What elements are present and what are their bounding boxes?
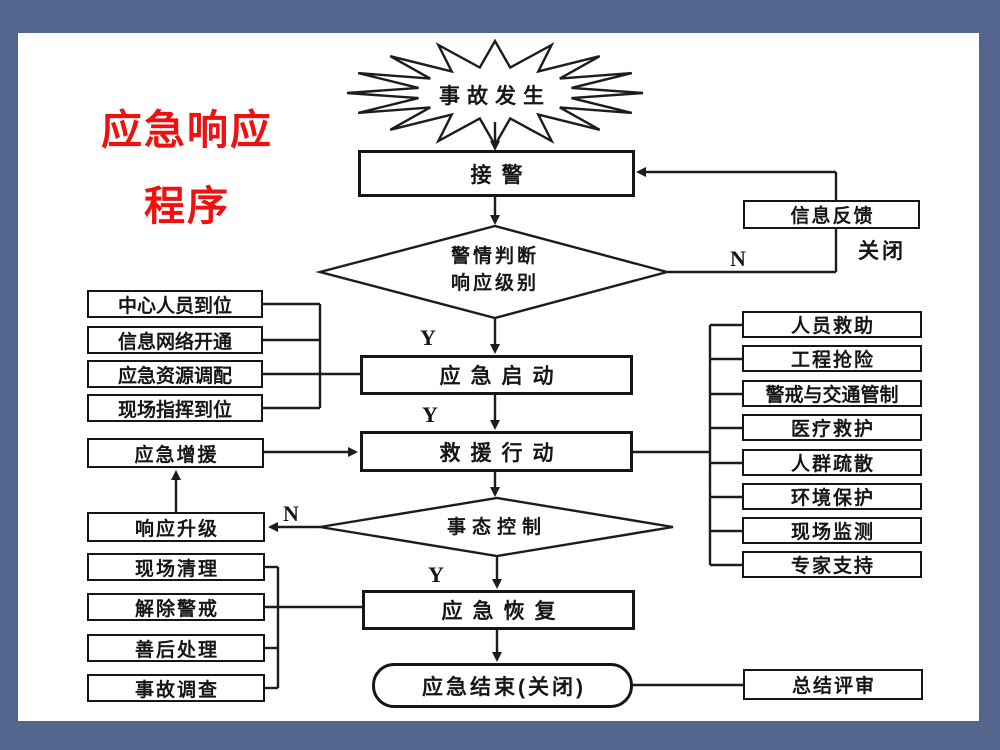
slide-title-line1: 应急响应 — [101, 107, 273, 153]
decision-alarm-line1: 警情判断 — [450, 246, 539, 267]
node-rescue-action: 救援行动 — [360, 431, 633, 472]
node-info-feedback: 信息反馈 — [743, 200, 920, 229]
node-left-top-task-4: 现场指挥到位 — [87, 394, 263, 422]
node-emergency-end: 应急结束(关闭) — [372, 663, 633, 708]
node-right-task-1: 人员救助 — [742, 311, 922, 338]
node-receive-alarm: 接警 — [358, 150, 635, 197]
edge-label-close: 关闭 — [858, 240, 906, 263]
decision-control-label: 事态控制 — [446, 517, 547, 538]
node-emergency-launch: 应急启动 — [360, 355, 633, 395]
node-right-task-7: 现场监测 — [742, 517, 922, 544]
node-right-task-4: 医疗救护 — [742, 414, 922, 441]
node-right-task-5: 人群疏散 — [742, 449, 922, 476]
node-right-task-6: 环境保护 — [742, 483, 922, 510]
node-left-bottom-task-4: 事故调查 — [87, 674, 265, 702]
start-burst-label: 事故发生 — [439, 85, 551, 108]
edge-label-y3: Y — [428, 562, 444, 587]
slide-title-line2: 程序 — [144, 183, 230, 229]
edge-label-y1: Y — [420, 325, 436, 350]
edge-label-y2: Y — [422, 402, 438, 427]
node-left-bottom-task-3: 善后处理 — [87, 634, 265, 662]
node-right-task-2: 工程抢险 — [742, 345, 922, 372]
node-right-task-8: 专家支持 — [742, 551, 922, 578]
edge-label-n-left: N — [283, 501, 299, 526]
node-summary-review: 总结评审 — [743, 669, 923, 700]
node-emergency-recovery: 应急恢复 — [362, 590, 635, 630]
node-right-task-3: 警戒与交通管制 — [742, 380, 922, 407]
node-left-bottom-task-2: 解除警戒 — [87, 593, 265, 621]
node-left-bottom-task-1: 现场清理 — [87, 553, 265, 581]
node-left-top-task-2: 信息网络开通 — [87, 326, 263, 354]
decision-alarm-label: 警情判断 响应级别 — [395, 243, 595, 297]
edge-label-n-top: N — [730, 246, 746, 271]
node-left-top-task-3: 应急资源调配 — [87, 360, 263, 388]
node-response-upgrade: 响应升级 — [87, 512, 265, 542]
decision-alarm-line2: 响应级别 — [450, 273, 539, 294]
node-emergency-reinforce: 应急增援 — [87, 438, 264, 468]
node-left-top-task-1: 中心人员到位 — [87, 290, 263, 318]
